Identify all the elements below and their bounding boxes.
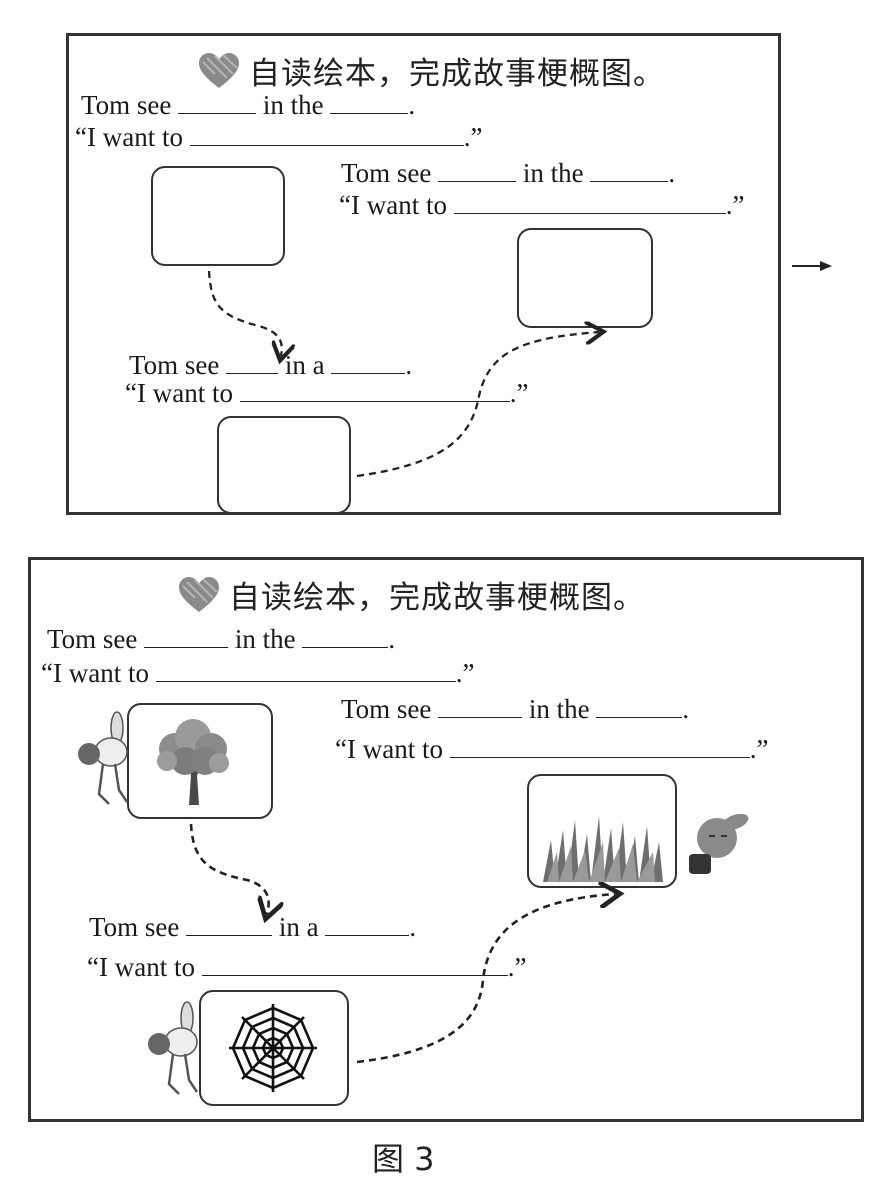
worksheet-heading: 自读绘本，完成故事梗概图。 xyxy=(197,48,665,93)
picture-box-1[interactable] xyxy=(151,166,285,266)
prompt-3-tom-see: Tom see xyxy=(89,912,180,942)
prompt-3-i-want-to: “I want to xyxy=(125,378,233,408)
prompt-2-line-2: “I want to .” xyxy=(339,190,744,220)
blank-3a[interactable] xyxy=(226,351,279,374)
heading-text: 自读绘本，完成故事梗概图。 xyxy=(229,580,645,616)
dashed-arrow-1-to-3 xyxy=(207,270,282,356)
dashed-arrow-1-to-3 xyxy=(189,823,269,914)
prompt-2-period: . xyxy=(682,694,690,724)
worksheet-heading: 自读绘本，完成故事梗概图。 xyxy=(177,572,645,617)
blank-1b[interactable] xyxy=(302,625,389,648)
prompt-1-i-want-to: “I want to xyxy=(75,122,183,152)
prompt-1-period: . xyxy=(388,624,396,654)
blank-2c[interactable] xyxy=(453,191,726,214)
picture-box-3[interactable] xyxy=(217,416,351,514)
arrow-right-icon xyxy=(792,261,832,271)
blank-3a[interactable] xyxy=(186,913,273,936)
picture-box-2[interactable] xyxy=(527,774,677,888)
prompt-2-line-1: Tom see in the . xyxy=(341,694,689,724)
prompt-1-line-2: “I want to .” xyxy=(75,122,482,152)
prompt-2-close-quote: .” xyxy=(749,734,769,764)
prompt-2-line-1: Tom see in the . xyxy=(341,158,675,188)
prompt-3-close-quote: .” xyxy=(507,952,527,982)
prompt-3-period: . xyxy=(409,912,417,942)
prompt-1-in-the: in the xyxy=(234,624,296,654)
rabbit-icon xyxy=(689,813,749,874)
picture-box-3[interactable] xyxy=(199,990,349,1106)
picture-box-1[interactable] xyxy=(127,703,273,819)
blank-3b[interactable] xyxy=(331,351,406,374)
blank-2b[interactable] xyxy=(596,695,683,718)
prompt-3-close-quote: .” xyxy=(509,378,529,408)
heart-icon xyxy=(179,576,219,612)
prompt-1-i-want-to: “I want to xyxy=(41,658,149,688)
blank-3c[interactable] xyxy=(239,379,510,402)
figure-caption: 图 3 xyxy=(372,1140,435,1178)
blank-2b[interactable] xyxy=(590,159,669,182)
blank-3c[interactable] xyxy=(201,953,508,976)
prompt-1-line-1: Tom see in the . xyxy=(81,90,415,120)
story-arrows xyxy=(207,270,778,478)
prompt-3-i-want-to: “I want to xyxy=(87,952,195,982)
prompt-3-in-a: in a xyxy=(278,912,319,942)
prompt-2-line-2: “I want to .” xyxy=(335,734,768,764)
prompt-1-close-quote: .” xyxy=(463,122,483,152)
prompt-3-line-1: Tom see in a . xyxy=(89,912,416,942)
prompt-2-in-the: in the xyxy=(528,694,590,724)
prompt-1-tom-see: Tom see xyxy=(47,624,138,654)
prompt-3-period: . xyxy=(405,350,413,380)
blank-2c[interactable] xyxy=(449,735,750,758)
story-map-panel-blank: 自读绘本，完成故事梗概图。 Tom see in the . “I want t… xyxy=(66,33,781,515)
prompt-2-i-want-to: “I want to xyxy=(335,734,443,764)
prompt-1-tom-see: Tom see xyxy=(81,90,172,120)
prompt-2-period: . xyxy=(668,158,676,188)
tree-icon xyxy=(157,719,229,805)
heading-text: 自读绘本，完成故事梗概图。 xyxy=(249,56,665,92)
rabbit-icon xyxy=(78,711,129,805)
prompt-2-tom-see: Tom see xyxy=(341,694,432,724)
rabbit-icon xyxy=(148,1001,199,1095)
blank-1a[interactable] xyxy=(178,91,257,114)
prompt-1-close-quote: .” xyxy=(455,658,475,688)
story-arrows xyxy=(189,823,861,1064)
blank-3b[interactable] xyxy=(325,913,410,936)
prompt-2-i-want-to: “I want to xyxy=(339,190,447,220)
prompt-1-line-2: “I want to .” xyxy=(41,658,474,688)
prompt-3-line-2: “I want to .” xyxy=(125,378,528,408)
blank-1c[interactable] xyxy=(155,659,456,682)
prompt-1-line-1: Tom see in the . xyxy=(47,624,395,654)
blank-1c[interactable] xyxy=(189,123,464,146)
story-map-panel-illustrated: 自读绘本，完成故事梗概图。 Tom see in the . “I want t… xyxy=(28,557,864,1122)
dashed-arrow-3-to-2 xyxy=(356,332,599,478)
prompt-2-in-the: in the xyxy=(522,158,584,188)
dashed-arrow-3-to-2 xyxy=(356,894,615,1064)
prompt-2-close-quote: .” xyxy=(725,190,745,220)
blank-2a[interactable] xyxy=(438,695,523,718)
spider-web-icon xyxy=(229,1004,317,1092)
prompt-3-tom-see: Tom see xyxy=(129,350,220,380)
blank-1b[interactable] xyxy=(330,91,409,114)
blank-2a[interactable] xyxy=(438,159,517,182)
prompt-1-in-the: in the xyxy=(262,90,324,120)
prompt-3-line-2: “I want to .” xyxy=(87,952,526,982)
picture-box-2[interactable] xyxy=(517,228,653,328)
prompt-1-period: . xyxy=(408,90,416,120)
grass-icon xyxy=(543,816,663,882)
blank-1a[interactable] xyxy=(144,625,229,648)
prompt-2-tom-see: Tom see xyxy=(341,158,432,188)
heart-icon xyxy=(199,52,239,88)
